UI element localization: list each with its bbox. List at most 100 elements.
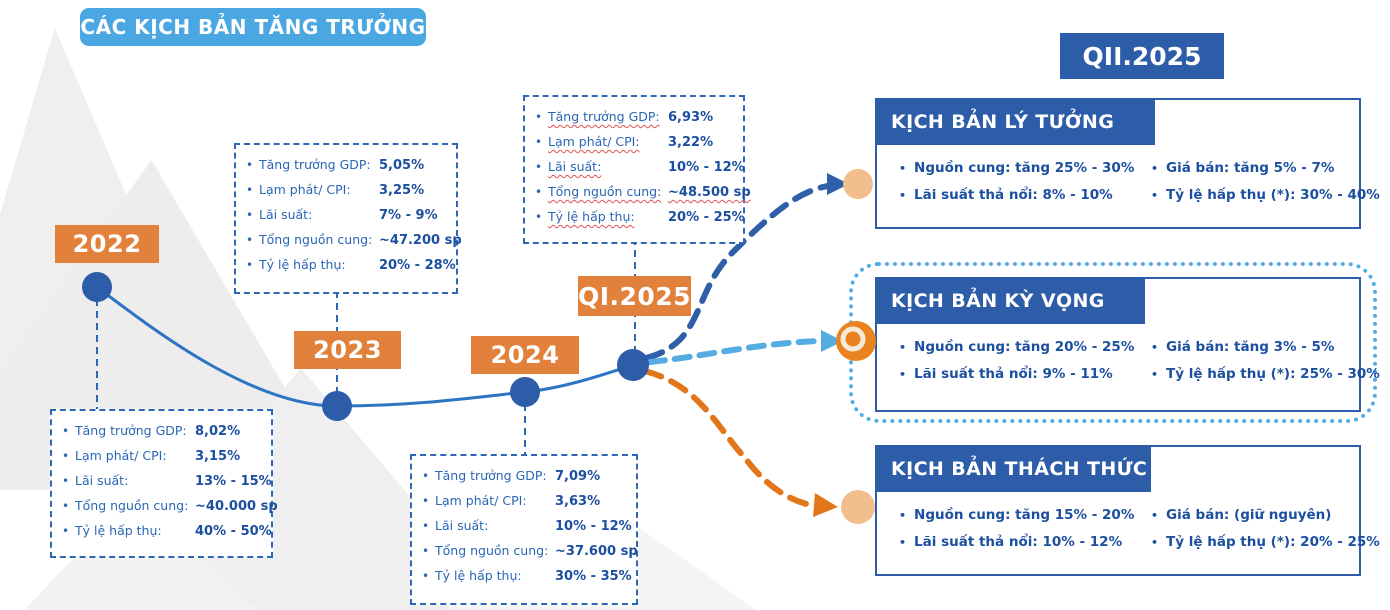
bullet-icon: • — [899, 368, 907, 381]
metric-value: 10% - 12% — [668, 160, 745, 175]
metric-value: 30% - 35% — [555, 569, 632, 584]
bullet-icon: • — [1151, 162, 1159, 175]
year-badge-2023: 2023 — [294, 331, 401, 369]
scenario-bullet: Giá bán: tăng 3% - 5% — [1166, 339, 1335, 355]
metric-label: Tổng nguồn cung: — [259, 232, 373, 247]
scenario-card-challenge: KỊCH BẢN THÁCH THỨC • Nguồn cung: tăng 15… — [875, 445, 1380, 576]
metric-value: 20% - 25% — [668, 210, 745, 225]
metrics-box-qi2025: • Tăng trưởng GDP: 6,93% • Lạm phát/ CPI: 3,… — [523, 95, 751, 244]
bullet-icon: • — [422, 569, 430, 583]
metric-label: Lãi suất: — [75, 473, 129, 488]
bullet-icon: • — [1151, 509, 1159, 522]
metric-label: Tỷ lệ hấp thụ: — [435, 568, 522, 583]
bullet-icon: • — [422, 544, 430, 558]
metric-label: Tổng nguồn cung: — [435, 543, 549, 558]
bullet-icon: • — [899, 536, 907, 549]
arrowhead-challenge-icon — [813, 493, 838, 517]
bullet-icon: • — [62, 449, 70, 463]
metric-value: 6,93% — [668, 110, 714, 125]
scenario-card-ideal: KỊCH BẢN LÝ TƯỞNG • Nguồn cung: tăng 25% … — [875, 98, 1380, 229]
scenario-bullet: Lãi suất thả nổi: 10% - 12% — [914, 534, 1123, 550]
bullet-icon: • — [62, 524, 70, 538]
bullet-icon: • — [1151, 368, 1159, 381]
bullet-icon: • — [535, 110, 543, 124]
scenario-title: KỊCH BẢN LÝ TƯỞNG — [875, 98, 1155, 145]
bullet-icon: • — [62, 424, 70, 438]
page-title: CÁC KỊCH BẢN TĂNG TRƯỞNG — [80, 8, 426, 46]
metric-value: 8,02% — [195, 424, 241, 439]
metric-label: Lạm phát/ CPI: — [75, 448, 167, 463]
metrics-box-2023: •Tăng trưởng GDP:5,05% •Lạm phát/ CPI:3,… — [234, 143, 462, 294]
scenario-bullet: Giá bán: tăng 5% - 7% — [1166, 160, 1335, 176]
metric-label: Tỷ lệ hấp thụ: — [548, 209, 635, 224]
metric-label: Tỷ lệ hấp thụ: — [259, 257, 346, 272]
metric-label: Lãi suất: — [548, 159, 602, 174]
scenario-bullet: Nguồn cung: tăng 25% - 30% — [914, 160, 1135, 176]
bullet-icon: • — [1151, 189, 1159, 202]
scenario-title: KỊCH BẢN THÁCH THỨC — [875, 445, 1151, 492]
metric-value: ~47.200 sp — [379, 233, 462, 248]
year-badge-qi2025: QI.2025 — [578, 276, 691, 316]
bullet-icon: • — [535, 135, 543, 149]
bullet-icon: • — [246, 258, 254, 272]
bullet-icon: • — [422, 494, 430, 508]
metric-value: 7% - 9% — [379, 208, 438, 223]
metric-label: Tỷ lệ hấp thụ: — [75, 523, 162, 538]
metric-label: Lạm phát/ CPI: — [548, 134, 640, 149]
metric-label: Tăng trưởng GDP: — [75, 423, 187, 438]
scenario-card-expected: KỊCH BẢN KỲ VỌNG • Nguồn cung: tăng 20% -… — [875, 277, 1380, 412]
endpoint-circle-ideal — [843, 169, 873, 199]
metric-label: Lãi suất: — [259, 207, 313, 222]
year-badge-2024: 2024 — [471, 336, 579, 374]
metric-label: Lạm phát/ CPI: — [259, 182, 351, 197]
bullet-icon: • — [899, 189, 907, 202]
branch-arrow-challenge — [642, 368, 819, 509]
scenario-bullet: Tỷ lệ hấp thụ (*): 30% - 40% — [1166, 187, 1380, 203]
bullet-icon: • — [62, 474, 70, 488]
metric-value: ~48.500 sp — [668, 185, 751, 200]
metric-label: Tăng trưởng GDP: — [548, 109, 660, 124]
bullet-icon: • — [246, 208, 254, 222]
arrowhead-expected-icon — [821, 330, 843, 352]
bullet-icon: • — [535, 160, 543, 174]
arrowhead-ideal-icon — [827, 173, 849, 195]
metric-label: Lạm phát/ CPI: — [435, 493, 527, 508]
endpoint-circle-challenge — [841, 490, 875, 524]
metric-value: 10% - 12% — [555, 519, 632, 534]
bullet-icon: • — [1151, 536, 1159, 549]
metric-value: 3,15% — [195, 449, 241, 464]
scenario-bullet: Nguồn cung: tăng 20% - 25% — [914, 339, 1135, 355]
bullet-icon: • — [422, 519, 430, 533]
bullet-icon: • — [62, 499, 70, 513]
bullet-icon: • — [422, 469, 430, 483]
metric-value: 3,22% — [668, 135, 714, 150]
scenario-bullet: Nguồn cung: tăng 15% - 20% — [914, 507, 1135, 523]
metric-value: ~37.600 sp — [555, 544, 638, 559]
bullet-icon: • — [535, 210, 543, 224]
bullet-icon: • — [246, 158, 254, 172]
metric-label: Tăng trưởng GDP: — [259, 157, 371, 172]
timeline-node-qi2025 — [617, 349, 649, 381]
bullet-icon: • — [246, 183, 254, 197]
scenario-bullet: Lãi suất thả nổi: 8% - 10% — [914, 187, 1113, 203]
year-badge-2022: 2022 — [55, 225, 159, 263]
branch-arrow-expected — [647, 338, 823, 365]
bullet-icon: • — [1151, 341, 1159, 354]
metric-value: 3,25% — [379, 183, 425, 198]
metric-label: Tăng trưởng GDP: — [435, 468, 547, 483]
quarter-badge-qii2025: QII.2025 — [1060, 33, 1224, 79]
scenario-bullet: Lãi suất thả nổi: 9% - 11% — [914, 366, 1113, 382]
bullet-icon: • — [899, 162, 907, 175]
metric-label: Lãi suất: — [435, 518, 489, 533]
metric-value: ~40.000 sp — [195, 499, 278, 514]
metric-label: Tổng nguồn cung: — [548, 184, 662, 199]
metrics-box-2024: •Tăng trưởng GDP:7,09% •Lạm phát/ CPI:3,… — [410, 454, 638, 605]
metric-value: 40% - 50% — [195, 524, 272, 539]
scenario-bullet: Tỷ lệ hấp thụ (*): 25% - 30% — [1166, 366, 1380, 382]
scenario-bullet: Tỷ lệ hấp thụ (*): 20% - 25% — [1166, 534, 1380, 550]
scenario-title: KỊCH BẢN KỲ VỌNG — [875, 277, 1145, 324]
metrics-box-2022: • Tăng trưởng GDP: 8,02% • Lạm phát/ CPI: 3,… — [50, 409, 278, 558]
metric-value: 7,09% — [555, 469, 601, 484]
metric-value: 20% - 28% — [379, 258, 456, 273]
